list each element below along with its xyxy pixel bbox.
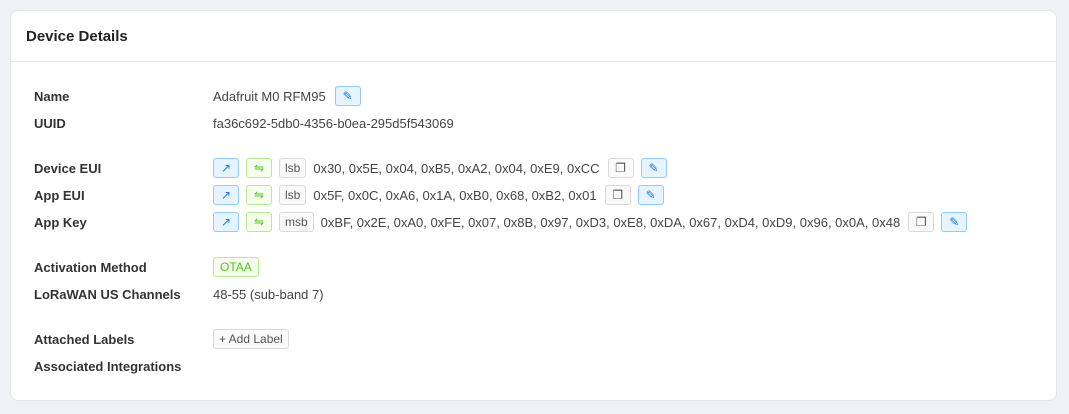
activation-badge: OTAA [213, 257, 259, 277]
edit-app-eui-button[interactable]: ✎ [637, 185, 664, 205]
device-eui-value: 0x30, 0x5E, 0x04, 0xB5, 0xA2, 0x04, 0xE9… [313, 160, 600, 176]
edit-icon: ✎ [342, 89, 353, 103]
app-eui-row: App EUI ↗ ⇋ lsb 0x5F, 0x0C, 0xA6, 0x1A, … [34, 184, 664, 206]
name-value: Adafruit M0 RFM95 [213, 88, 326, 104]
device-eui-row: Device EUI ↗ ⇋ lsb 0x30, 0x5E, 0x04, 0xB… [34, 157, 667, 179]
app-key-value: 0xBF, 0x2E, 0xA0, 0xFE, 0x07, 0x8B, 0x97… [320, 214, 901, 230]
expand-icon: ↗ [220, 161, 232, 175]
edit-device-eui-button[interactable]: ✎ [640, 158, 667, 178]
expand-icon: ↗ [220, 188, 232, 202]
swap-icon: ⇋ [253, 188, 265, 202]
app-key-label: App Key [34, 214, 87, 230]
integrations-label: Associated Integrations [34, 358, 182, 374]
device-details-card: Device Details Name Adafruit M0 RFM95 ✎ … [10, 10, 1057, 401]
byte-order-toggle[interactable]: lsb [279, 158, 307, 178]
byte-order-toggle[interactable]: msb [279, 212, 314, 232]
activation-label: Activation Method [34, 259, 147, 275]
swap-icon: ⇋ [253, 161, 265, 175]
edit-app-key-button[interactable]: ✎ [941, 212, 968, 232]
expand-button[interactable]: ↗ [213, 185, 239, 205]
add-label-button[interactable]: + Add Label [213, 329, 289, 349]
app-key-row: App Key ↗ ⇋ msb 0xBF, 0x2E, 0xA0, 0xFE, … [34, 211, 968, 233]
integrations-row: Associated Integrations [34, 355, 213, 377]
edit-icon: ✎ [648, 161, 659, 175]
edit-icon: ✎ [949, 215, 960, 229]
uuid-value: fa36c692-5db0-4356-b0ea-295d5f543069 [213, 115, 454, 131]
swap-byte-order-button[interactable]: ⇋ [246, 185, 272, 205]
byte-order-toggle[interactable]: lsb [279, 185, 307, 205]
copy-icon: ❐ [612, 188, 623, 202]
card-title: Device Details [11, 11, 1056, 62]
channels-label: LoRaWAN US Channels [34, 286, 181, 302]
app-eui-value: 0x5F, 0x0C, 0xA6, 0x1A, 0xB0, 0x68, 0xB2… [313, 187, 597, 203]
edit-name-button[interactable]: ✎ [334, 86, 361, 106]
copy-icon: ❐ [915, 215, 927, 229]
labels-row: Attached Labels + Add Label [34, 328, 289, 350]
swap-byte-order-button[interactable]: ⇋ [246, 158, 272, 178]
uuid-label: UUID [34, 115, 66, 131]
uuid-row: UUID fa36c692-5db0-4356-b0ea-295d5f54306… [34, 112, 454, 134]
channels-value: 48-55 (sub-band 7) [213, 286, 324, 302]
copy-button[interactable]: ❐ [607, 158, 634, 178]
labels-label: Attached Labels [34, 331, 135, 347]
channels-row: LoRaWAN US Channels 48-55 (sub-band 7) [34, 283, 324, 305]
expand-button[interactable]: ↗ [213, 158, 239, 178]
device-eui-label: Device EUI [34, 160, 102, 176]
name-row: Name Adafruit M0 RFM95 ✎ [34, 85, 361, 107]
edit-icon: ✎ [645, 188, 656, 202]
swap-icon: ⇋ [253, 215, 265, 229]
swap-byte-order-button[interactable]: ⇋ [246, 212, 272, 232]
expand-icon: ↗ [220, 215, 232, 229]
copy-icon: ❐ [615, 161, 626, 175]
expand-button[interactable]: ↗ [213, 212, 239, 232]
copy-button[interactable]: ❐ [908, 212, 935, 232]
name-label: Name [34, 88, 70, 104]
copy-button[interactable]: ❐ [604, 185, 631, 205]
activation-row: Activation Method OTAA [34, 256, 259, 278]
app-eui-label: App EUI [34, 187, 85, 203]
